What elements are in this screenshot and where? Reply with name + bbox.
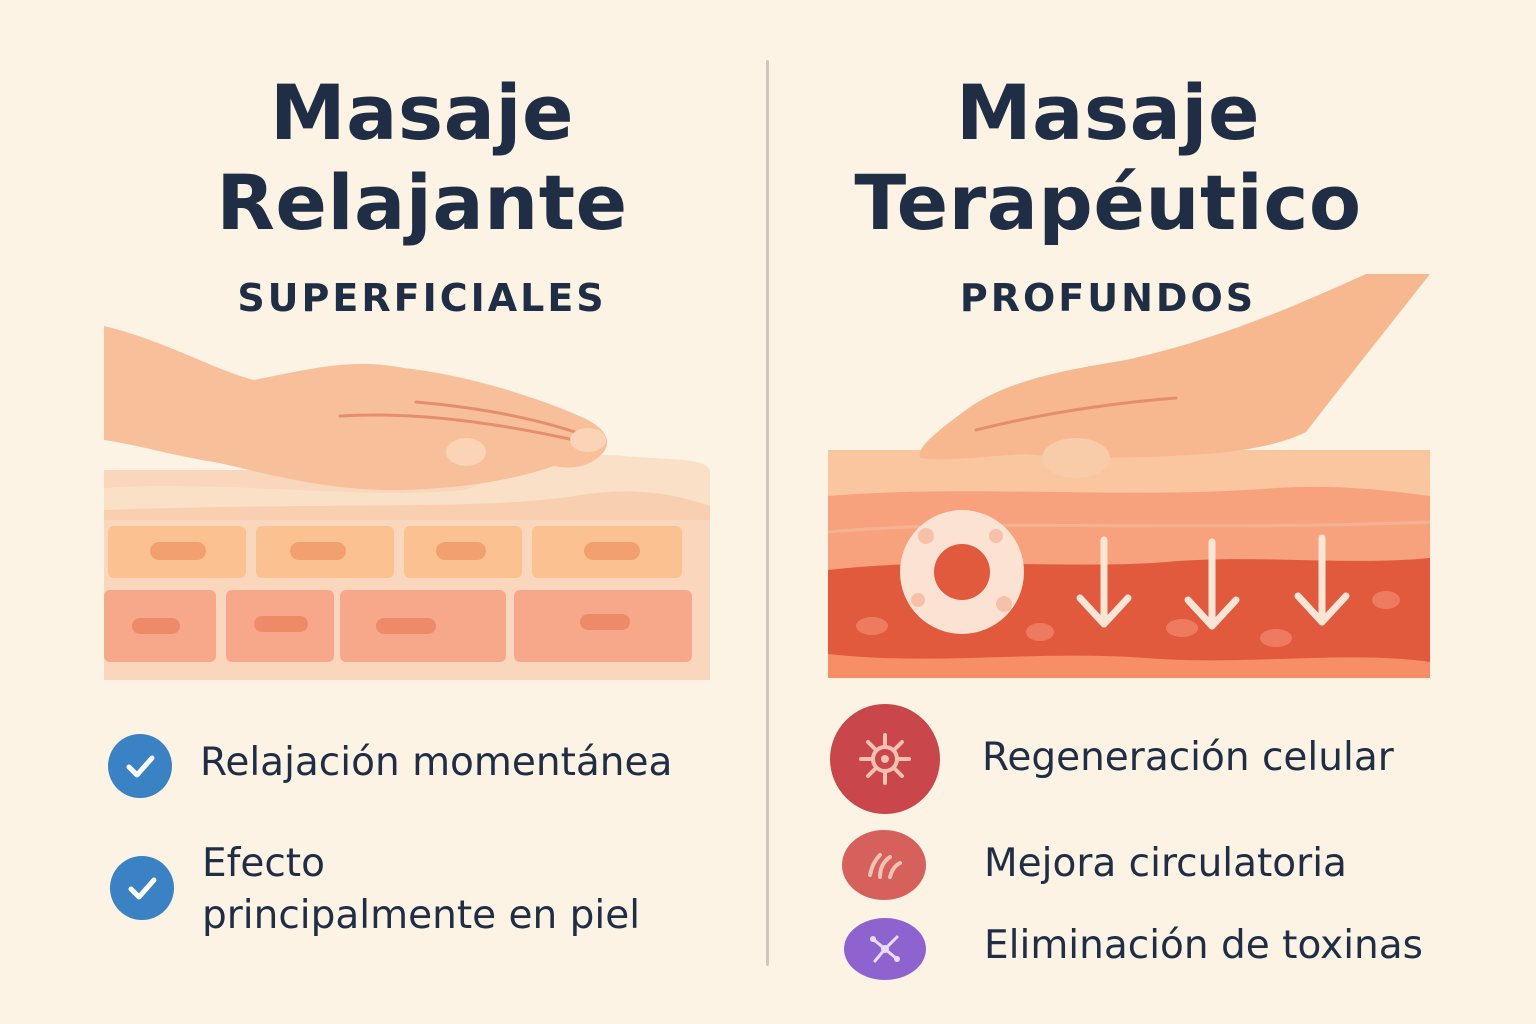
tissue-line [827,520,1431,534]
circulation-icon [842,830,926,900]
benefit-efecto-line2: principalmente en piel [202,893,641,938]
benefit-efecto-piel: Efecto principalmente en piel [202,838,640,942]
benefit-efecto-line1: Efecto [202,841,325,886]
skin-cell-nucleus [150,542,206,560]
check-icon [108,734,172,798]
deep-tissue-illustration [827,274,1431,678]
check-icon [110,856,174,920]
skin-top-ridge [104,491,710,520]
relaxing-massage-panel: Masaje Relajante SUPERFICIALES [104,68,710,942]
hand-icon [919,274,1430,460]
pressure-arrow-icon [1076,536,1132,628]
relaxing-title: Masaje Relajante [38,68,806,248]
finger-line [974,396,1178,432]
skin-cell-nucleus [376,618,436,634]
relaxing-subtitle: SUPERFICIALES [237,276,607,320]
muscle-cell [1372,591,1400,609]
finger-line [414,400,594,440]
skin-cell-nucleus [254,616,308,632]
superficial-skin-illustration [104,326,710,680]
finger-line [338,413,576,442]
therapeutic-title-line2: Terapéutico [854,158,1362,247]
benefit-circulatoria: Mejora circulatoria [984,841,1347,886]
muscle-cell [856,617,888,635]
therapeutic-massage-panel: Masaje Terapéutico PROFUNDOS [768,0,1536,1024]
muscle-cell [1166,619,1198,637]
vessel-lumen [934,544,990,600]
therapeutic-title: Masaje Terapéutico [724,68,1492,248]
muscle-cell [1026,623,1054,641]
therapeutic-title-line1: Masaje [955,68,1261,157]
therapeutic-subtitle: PROFUNDOS [959,276,1257,320]
fingernail [570,428,606,452]
skin-cell-nucleus [584,542,640,560]
vessel-cell [918,528,934,544]
benefit-relajacion: Relajación momentánea [200,740,673,785]
skin-cell-nucleus [290,542,346,560]
skin-cell-nucleus [436,542,486,560]
vessel-cell [911,593,925,607]
toxin-icon [844,918,926,980]
benefit-toxinas: Eliminación de toxinas [984,923,1423,968]
fingernail [446,438,486,466]
muscle-cell [1260,629,1292,647]
fingernail [1042,438,1110,478]
relaxing-title-line2: Relajante [216,158,628,247]
panel-divider [766,60,769,966]
pressure-arrow-icon [1294,534,1350,626]
vessel-cell [996,596,1012,612]
hand-icon [104,326,608,491]
skin-cell-nucleus [132,618,180,634]
skin-cell-nucleus [580,614,630,630]
pressure-arrow-icon [1184,538,1240,630]
relaxing-title-line1: Masaje [269,68,575,157]
benefit-regeneracion: Regeneración celular [982,735,1394,780]
vessel-cell [989,529,1003,543]
cell-icon [830,704,940,814]
